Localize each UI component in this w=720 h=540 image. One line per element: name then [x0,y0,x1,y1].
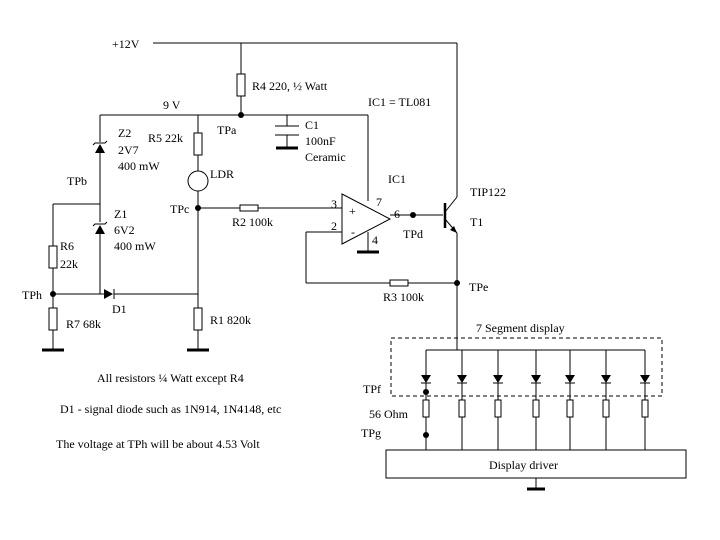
display-driver-label: Display driver [489,458,558,472]
segment-led [565,375,575,383]
pin4-label: 4 [372,233,378,247]
z1-voltage-label: 6V2 [114,223,135,237]
c1-capacitor [275,125,299,150]
tpc-label: TPc [170,202,189,216]
tpe-label: TPe [469,280,488,294]
tip122-label: TIP122 [470,185,506,199]
c1-value-label: 100nF [305,134,336,148]
junctions [50,112,460,438]
r6-resistor [48,245,58,269]
ground-symbols [42,348,545,491]
z2-zener [92,140,108,153]
z2-voltage-label: 2V7 [118,143,139,157]
t1-label: T1 [470,215,483,229]
segment-resistor [422,399,430,418]
display-driver-box [385,449,687,479]
segment-resistor [602,399,610,418]
tpg-label: TPg [361,426,381,440]
pin2-label: 2 [331,219,337,233]
r3-resistor [389,279,409,287]
opamp-plus-label: + [349,204,356,218]
tpf-label: TPf [363,382,381,396]
segment-led [493,375,503,383]
opamp-minus-label: - [351,225,355,239]
segment-column [421,350,431,450]
r4-resistor [236,73,246,97]
segment-led [601,375,611,383]
r1-resistor [193,307,203,331]
supply-label: +12V [112,37,140,51]
segment-resistor [566,399,574,418]
r6-value-label: 22k [60,257,78,271]
nine-volt-label: 9 V [163,98,181,112]
seven-segment-label: 7 Segment display [476,321,565,335]
r6-name-label: R6 [60,239,74,253]
r7-label: R7 68k [66,317,101,331]
ohm56-label: 56 Ohm [369,407,409,421]
segment-column [601,350,611,450]
r5-resistor [193,132,203,156]
resistors [48,73,409,331]
r5-label: R5 22k [148,131,183,145]
z1-power-label: 400 mW [114,239,156,253]
note-d1: D1 - signal diode such as 1N914, 1N4148,… [60,402,281,416]
r2-resistor [239,204,259,212]
ic1-opamp [341,193,392,254]
segment-led [531,375,541,383]
ldr-label: LDR [210,167,234,181]
segment-led-array [421,350,650,450]
r1-label: R1 820k [210,313,251,327]
pin6-label: 6 [394,207,400,221]
segment-led [640,375,650,383]
r3-label: R3 100k [383,290,424,304]
segment-led [457,375,467,383]
c1-name-label: C1 [305,118,319,132]
segment-resistor [532,399,540,418]
segment-column [640,350,650,450]
d1-label: D1 [112,302,127,316]
note-resistors: All resistors ¼ Watt except R4 [97,371,244,385]
r7-resistor [48,307,58,331]
tpb-label: TPb [67,174,87,188]
segment-column [457,350,467,450]
ic1-type-label: IC1 = TL081 [368,95,431,109]
segment-resistor [494,399,502,418]
segment-column [531,350,541,450]
note-voltage: The voltage at TPh will be about 4.53 Vo… [56,437,260,451]
segment-column [493,350,503,450]
segment-resistor [458,399,466,418]
pin7-label: 7 [376,195,382,209]
r4-label: R4 220, ½ Watt [252,79,328,93]
tpd-label: TPd [403,227,423,241]
ic1-label: IC1 [388,172,406,186]
z1-name-label: Z1 [114,207,127,221]
wires [52,42,645,351]
tpa-label: TPa [217,123,237,137]
segment-led [421,375,431,383]
segment-column [565,350,575,450]
ldr-symbol [187,170,209,192]
d1-diode [104,289,115,299]
t1-transistor [443,196,458,234]
seven-segment-display-box [390,337,663,397]
z1-zener [92,221,108,234]
segment-resistor [641,399,649,418]
c1-type-label: Ceramic [305,150,346,164]
z2-name-label: Z2 [118,126,131,140]
r2-label: R2 100k [232,215,273,229]
pin3-label: 3 [331,197,337,211]
labels: +12V R4 220, ½ Watt 9 V IC1 = TL081 Z2 2… [22,37,565,472]
z2-power-label: 400 mW [118,159,160,173]
tph-label: TPh [22,288,42,302]
